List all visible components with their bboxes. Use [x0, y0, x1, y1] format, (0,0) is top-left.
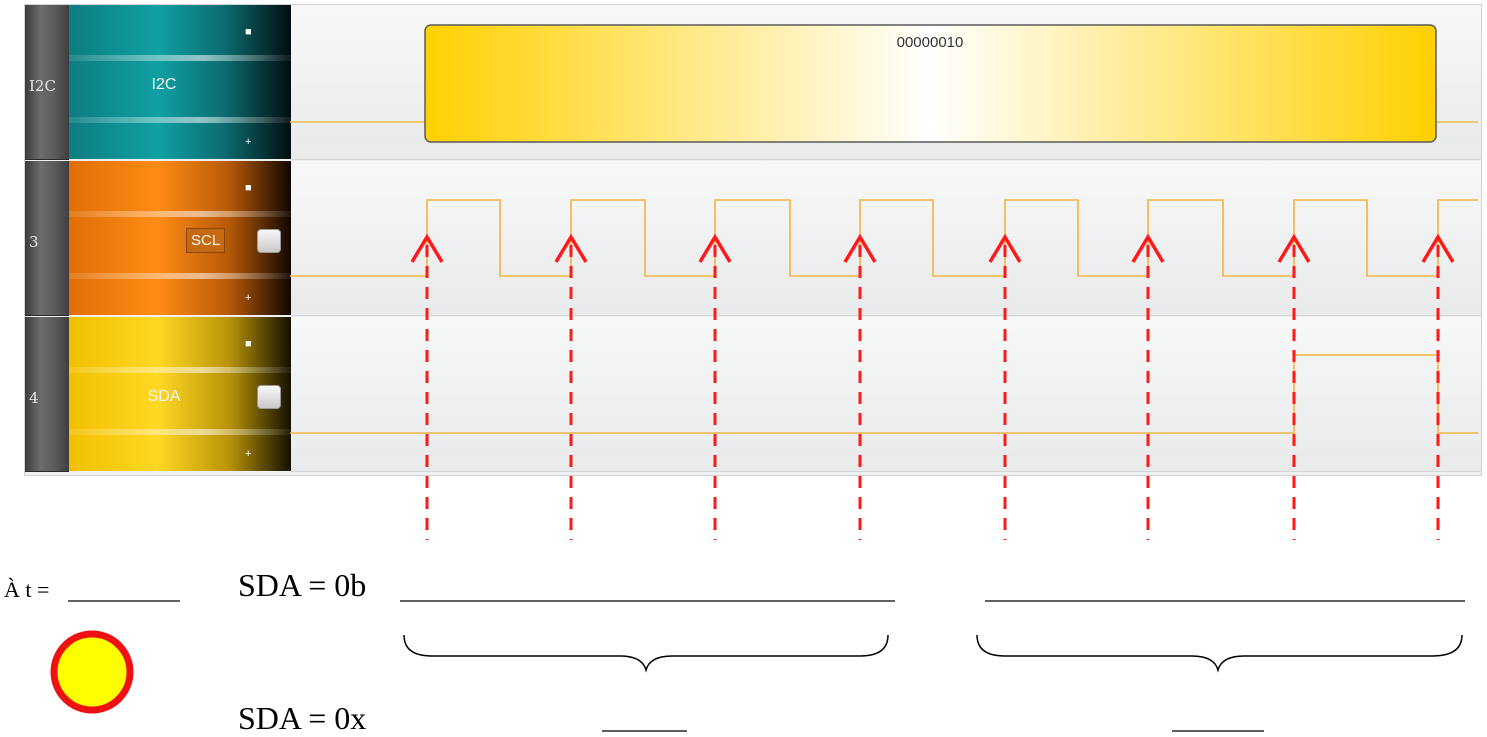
- expand-icon[interactable]: ■: [245, 338, 252, 350]
- sda-hex-label: SDA = 0x: [238, 700, 367, 736]
- label-sheen: [69, 367, 291, 373]
- rising-edge-arrow-3: [698, 233, 732, 263]
- rising-edge-arrow-4: [843, 233, 877, 263]
- collapse-icon[interactable]: +: [245, 136, 252, 148]
- rising-edge-arrow-7: [1277, 233, 1311, 263]
- lane-checkbox-scl[interactable]: [257, 229, 281, 253]
- rising-edge-arrow-2: [554, 233, 588, 263]
- label-sheen: [69, 429, 291, 435]
- lane-number-label: 4: [29, 389, 39, 407]
- lane-number-i2c: I2C: [25, 5, 69, 160]
- rising-edge-arrow-1: [410, 233, 444, 263]
- time-label: À t =: [4, 577, 49, 603]
- label-sheen: [69, 117, 291, 123]
- sda-waveform: [290, 354, 1478, 434]
- collapse-icon[interactable]: +: [245, 292, 252, 304]
- lane-name-i2c: I2C: [151, 76, 177, 93]
- decoded-packet[interactable]: [424, 24, 1437, 143]
- rising-edge-arrow-6: [1131, 233, 1165, 263]
- time-prefix: À t =: [4, 577, 50, 602]
- expand-icon[interactable]: ■: [245, 182, 252, 194]
- lane-scl: 3 ■ SCL +: [25, 161, 1481, 316]
- track-scl[interactable]: [291, 161, 1481, 316]
- label-sheen: [69, 211, 291, 217]
- lane-number-label: 3: [29, 233, 39, 251]
- rising-edge-arrow-5: [988, 233, 1022, 263]
- sda-binary-label: SDA = 0b: [238, 567, 367, 603]
- brace-high-nibble: [403, 634, 889, 673]
- lane-checkbox-sda[interactable]: [257, 385, 281, 409]
- label-sheen: [69, 55, 291, 61]
- rising-edge-arrow-8: [1421, 233, 1455, 263]
- decoded-packet-value: 00000010: [897, 34, 964, 51]
- lane-number-sda: 4: [25, 317, 69, 472]
- status-indicator: [50, 630, 134, 714]
- lane-label-sda[interactable]: ■ SDA +: [69, 317, 291, 471]
- lane-name-sda: SDA: [147, 388, 181, 405]
- label-sheen: [69, 273, 291, 279]
- rising-edge-markers: [410, 233, 1455, 540]
- lane-sda: 4 ■ SDA +: [25, 317, 1481, 472]
- lane-label-i2c[interactable]: ■ I2C +: [69, 5, 291, 159]
- brace-low-nibble: [976, 634, 1463, 673]
- lane-name-scl: SCL: [186, 228, 226, 253]
- collapse-icon[interactable]: +: [245, 448, 252, 460]
- lane-label-scl[interactable]: ■ SCL +: [69, 161, 291, 315]
- lane-number-scl: 3: [25, 161, 69, 316]
- expand-icon[interactable]: ■: [245, 26, 252, 38]
- track-sda[interactable]: [291, 317, 1481, 472]
- scl-waveform: [290, 199, 1478, 277]
- lane-number-label: I2C: [29, 77, 56, 95]
